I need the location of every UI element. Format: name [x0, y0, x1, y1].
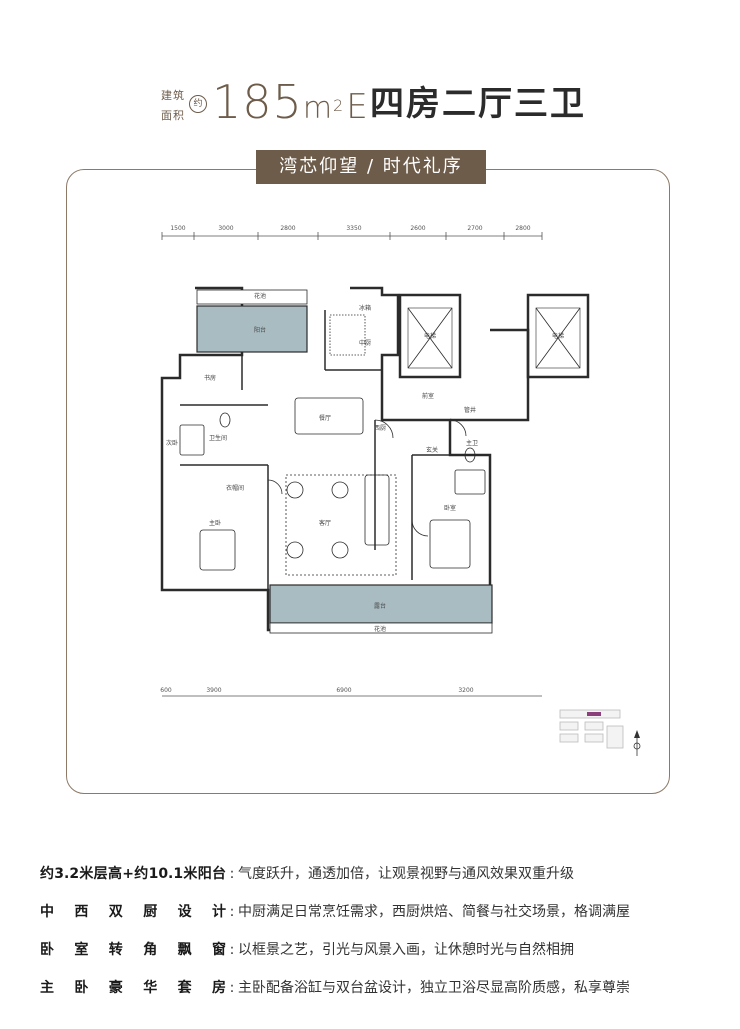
room-label: 玄关 — [426, 446, 438, 454]
area-unit: m — [302, 91, 334, 126]
feature-row: 约3.2米层高+约10.1米阳台:气度跃升，通透加倍，让观景视野与通风效果双重升… — [40, 862, 574, 886]
dimension-label: 600 — [160, 687, 172, 694]
dimension-label: 6900 — [336, 687, 351, 694]
balcony-top — [196, 305, 308, 353]
top-dimension-line — [161, 232, 543, 240]
walls — [160, 286, 590, 632]
room-label: 前室 — [422, 392, 434, 400]
room-label: 餐厅 — [319, 414, 331, 422]
room-label: 中厨 — [359, 339, 371, 347]
area-value: 185m2E — [212, 76, 369, 135]
dimension-label: 2800 — [515, 225, 530, 232]
room-label: 露台 — [374, 602, 386, 610]
site-key-plan — [559, 709, 641, 756]
room-label: 西厨 — [374, 425, 386, 432]
room-label: 电梯 — [424, 332, 436, 340]
room-label: 次卧 — [166, 439, 178, 447]
feature-row: 卧室转角飘窗:以框景之艺，引光与风景入画，让休憩时光与自然相拥 — [40, 938, 574, 962]
flower-bed-top — [196, 289, 308, 305]
feature-colon: : — [229, 980, 235, 996]
dimension-label: 1500 — [170, 225, 185, 232]
room-label: 冰箱 — [359, 304, 371, 312]
feature-key: 卧室转角飘窗 — [40, 942, 226, 958]
feature-key: 约3.2米层高+约10.1米阳台 — [40, 866, 226, 882]
dimension-label: 3900 — [206, 687, 221, 694]
room-label: 客厅 — [319, 519, 331, 527]
room-label: 电梯 — [552, 332, 564, 340]
room-label: 卧室 — [444, 504, 456, 512]
room-label: 花池 — [374, 625, 386, 633]
badge-circle: 约 — [189, 95, 207, 113]
room-label: 主卧 — [209, 519, 221, 527]
layout-title: 四房二厅三卫 — [370, 84, 586, 124]
dimension-label: 2800 — [280, 225, 295, 232]
feature-key: 中西双厨设计 — [40, 904, 226, 920]
feature-value: 中厨满足日常烹饪需求，西厨烘焙、简餐与社交场景，格调满屋 — [238, 904, 630, 920]
dimension-label: 2600 — [410, 225, 425, 232]
feature-colon: : — [229, 904, 235, 920]
dimension-label: 3200 — [458, 687, 473, 694]
room-label: 花池 — [254, 292, 266, 300]
feature-row: 中西双厨设计:中厨满足日常烹饪需求，西厨烘焙、简餐与社交场景，格调满屋 — [40, 900, 630, 924]
dimension-label: 3000 — [218, 225, 233, 232]
dimension-label: 2700 — [467, 225, 482, 232]
north-arrow-icon — [633, 730, 641, 756]
header: 建筑 面积 约 185m2E 四房二厅三卫 — [0, 70, 740, 150]
feature-value: 气度跃升，通透加倍，让观景视野与通风效果双重升级 — [238, 866, 574, 882]
area-unit-sup: 2 — [333, 96, 345, 115]
partitions — [180, 310, 490, 590]
feature-value: 以框景之艺，引光与风景入画，让休憩时光与自然相拥 — [238, 942, 574, 958]
feature-row: 主卧豪华套房:主卧配备浴缸与双台盆设计，独立卫浴尽显高阶质感，私享尊崇 — [40, 976, 630, 1000]
dimension-label: 3350 — [346, 225, 361, 232]
area-badge: 建筑 面积 约 — [161, 87, 207, 127]
room-label: 主卫 — [466, 439, 478, 447]
room-label: 衣帽间 — [226, 484, 244, 492]
badge-line1: 建筑 — [161, 89, 185, 102]
feature-colon: : — [229, 866, 235, 882]
unit-code: E — [346, 87, 369, 127]
feature-key: 主卧豪华套房 — [40, 980, 226, 996]
doors — [267, 419, 467, 537]
area-number: 185 — [212, 75, 303, 129]
flower-bed-bottom — [269, 622, 493, 634]
furniture — [179, 307, 581, 576]
tagline: 湾芯仰望 / 时代礼序 — [256, 150, 486, 184]
room-label: 卫生间 — [209, 434, 227, 442]
badge-line2: 面积 — [161, 109, 185, 122]
feature-colon: : — [229, 942, 235, 958]
room-label: 管井 — [464, 406, 476, 414]
feature-value: 主卧配备浴缸与双台盆设计，独立卫浴尽显高阶质感，私享尊崇 — [238, 980, 630, 996]
room-label: 阳台 — [254, 326, 266, 334]
unit-highlight — [587, 712, 601, 716]
room-label: 书房 — [204, 374, 216, 382]
